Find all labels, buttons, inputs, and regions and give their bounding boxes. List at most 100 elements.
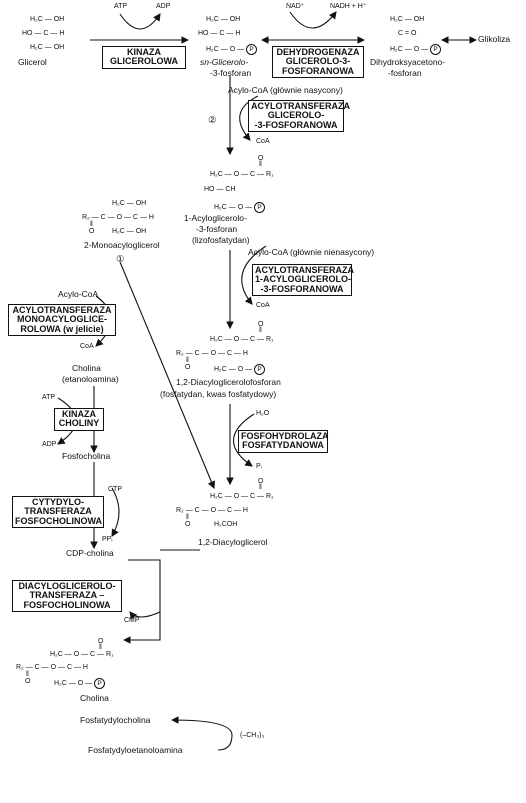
enzyme-name: ACYLOTRANSFERAZA (251, 101, 350, 111)
enzyme-name: KINAZA (62, 409, 96, 419)
nad-label: NAD⁺ (286, 3, 305, 10)
enzyme-name: FOSFATYDANOWA (242, 440, 324, 451)
pc-l3: H₂C — O — P (54, 678, 106, 689)
mag-name: 2-Monoacyloglicerol (84, 240, 160, 250)
lysopa-l1: H₂C — O — C — R₁ (210, 171, 274, 178)
pa-name-2: (fosfatydan, kwas fosfatydowy) (160, 389, 277, 399)
pa-double-bond-2: ‖ (186, 357, 189, 364)
enzyme-name: GLICEROLO- (267, 110, 325, 121)
g3p-name-2: -3-fosforan (210, 68, 252, 78)
cmp-curve (129, 611, 161, 620)
lysopa-l3: H₂C — O — P (214, 202, 266, 213)
dag-carbonyl-o: O (258, 478, 264, 485)
ctp-label: CTP (108, 486, 122, 493)
pc-l1: H₂C — O — C — R₁ (50, 651, 114, 658)
mag-l1: H₂C — OH (112, 200, 147, 207)
pa-l1: H₂C — O — C — R₁ (210, 336, 274, 343)
cdp-choline-label: CDP-cholina (66, 548, 114, 558)
phosphate-icon: P (94, 678, 106, 689)
dag-l2: R₂ — C — O — C — H (176, 507, 248, 514)
enzyme-name: MONOACYLOGLICE- (17, 314, 107, 325)
g3p-l2: HO — C — H (198, 30, 241, 37)
acylcoa-curve-1 (239, 95, 259, 141)
glycerol-3p-acyltransferase-box: ACYLOTRANSFERAZA GLICEROLO- -3-FOSFORANO… (248, 100, 350, 133)
enzyme-name: -3-FOSFORANOWA (254, 119, 338, 130)
enzyme-name: TRANSFERAZA – (29, 590, 105, 601)
acyl-coa-unsaturated-label: Acylo-CoA (głównie nienasycony) (248, 247, 375, 257)
mag-l2: R₂ — C — O — C — H (82, 214, 154, 221)
enzyme-name: FOSFOHYDROLAZA (241, 431, 329, 441)
nadh-label: NADH + H⁺ (330, 3, 367, 10)
adp-label-top: ADP (156, 3, 171, 10)
g3p-dehydrogenase-box: DEHYDROGENAZA GLICEROLO-3- FOSFORANOWA (272, 46, 364, 79)
coa-label-1: CoA (256, 138, 270, 145)
acylcoa-curve-2 (241, 245, 267, 305)
cmp-label: CMP (124, 617, 140, 624)
acylglycerol-3p-acyltransferase-box: ACYLOTRANSFERAZA 1-ACYLOGLICEROLO- -3-FO… (252, 264, 354, 297)
pe-to-pc-curve (170, 716, 233, 751)
pa-carbonyl-o-2: O (185, 364, 191, 371)
phosphate-icon: P (430, 44, 442, 55)
pc-l2: R₂ — C — O — C — H (16, 664, 88, 671)
lysopa-carbonyl-o: O (258, 155, 264, 162)
arrow-mag-to-dag (119, 261, 216, 490)
phosphate-icon: P (254, 364, 266, 375)
glycolysis-label: Glikoliza (478, 34, 511, 44)
glycerol-l3: H₂C — OH (30, 44, 65, 51)
dhap-l2: C = O (398, 30, 417, 37)
pa-name-1: 1,2-Diacyloglicerolofosforan (176, 377, 281, 387)
pc-double-bond: ‖ (99, 644, 102, 651)
dhap-name-1: Dihydroksyacetono- (370, 57, 446, 67)
enzyme-name: ACYLOTRANSFERAZA (255, 265, 354, 275)
pc-carbonyl-o-2: O (25, 678, 31, 685)
enzyme-name: KINAZA (127, 47, 161, 57)
pc-carbonyl-o: O (98, 638, 104, 645)
enzyme-name: DIACYLOGLICEROLO- (18, 581, 116, 591)
mag-l3: H₂C — OH (112, 228, 147, 235)
lysopa-double-bond: ‖ (259, 161, 262, 168)
pathway-number-1: ① (116, 254, 125, 265)
methyl-label: (–CH₃)₃ (240, 732, 265, 739)
enzyme-name: DEHYDROGENAZA (276, 47, 360, 57)
pa-l3: H₂C — O — P (214, 364, 266, 375)
enzyme-name: FOSFOCHOLINOWA (15, 515, 102, 526)
g3p-l1: H₂C — OH (206, 16, 241, 23)
g3p-name-1: sn-Glicerolo- (200, 57, 249, 67)
phosphatidylcholine-label: Fosfatydylocholina (80, 715, 151, 725)
dhap-l3: H₂C — O — P (390, 44, 442, 55)
atp-adp-curve (119, 13, 161, 30)
mag-carbonyl-o: O (89, 228, 95, 235)
phosphatidate-phosphohydrolase-box: FOSFOHYDROLAZA FOSFATYDANOWA (238, 430, 329, 453)
pa-l2: R₂ — C — O — C — H (176, 350, 248, 357)
lysopa-name-1: 1-Acyloglicerolo- (184, 213, 247, 223)
diacylglycerol-phosphocholine-transferase-box: DIACYLOGLICEROLO- TRANSFERAZA – FOSFOCHO… (12, 580, 122, 613)
enzyme-name: 1-ACYLOGLICEROLO- (255, 274, 351, 285)
choline-label: Cholina (72, 363, 101, 373)
dhap-l1: H₂C — OH (390, 16, 425, 23)
atp-label-top: ATP (114, 3, 128, 10)
dhap-name-2: -fosforan (388, 68, 422, 78)
acyl-coa-label-mono: Acylo-CoA (58, 289, 99, 299)
pathway-number-2: ② (208, 115, 217, 126)
atp-label-choline: ATP (42, 394, 56, 401)
mag-double-bond: ‖ (90, 221, 93, 228)
phosphate-icon: P (254, 202, 266, 213)
pa-double-bond: ‖ (259, 327, 262, 334)
enzyme-name: CYTYDYLO- (31, 497, 84, 507)
coa-label-2: CoA (256, 302, 270, 309)
lysopa-name-3: (lizofosfatydan) (192, 235, 250, 245)
enzyme-name: ROLOWA (w jelicie) (20, 323, 104, 334)
lysopa-name-2: -3-fosforan (196, 224, 238, 234)
cytidylyltransferase-box: CYTYDYLO- TRANSFERAZA FOSFOCHOLINOWA (12, 496, 104, 529)
glycerol-kinase-box: KINAZA GLICEROLOWA (102, 46, 186, 69)
ethanolamine-label: (etanoloamina) (62, 374, 119, 384)
h2o-pi-curve (233, 413, 255, 467)
pc-choline-label: Cholina (80, 693, 109, 703)
h2o-label: H₂O (256, 410, 270, 417)
dag-double-bond: ‖ (259, 484, 262, 491)
pc-double-bond-2: ‖ (26, 671, 29, 678)
coa-label-mono: CoA (80, 343, 94, 350)
glycerol-l2: HO — C — H (22, 30, 65, 37)
adp-label-choline: ADP (42, 441, 57, 448)
